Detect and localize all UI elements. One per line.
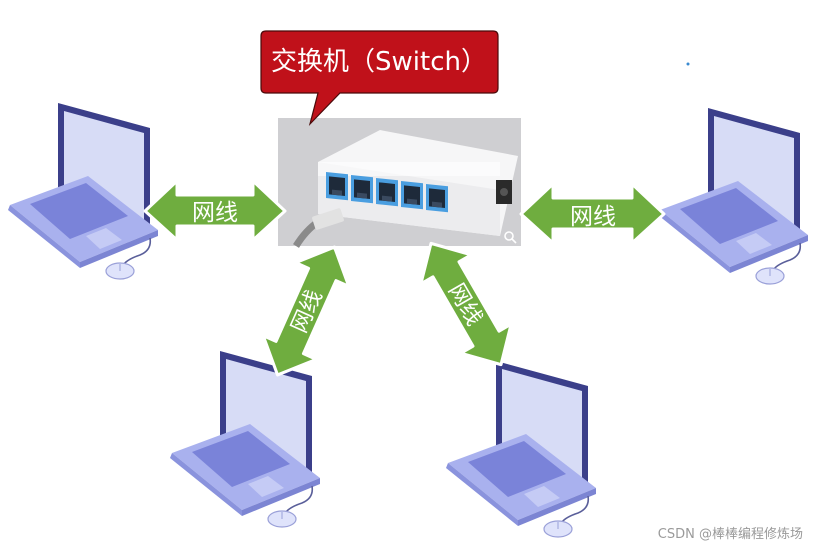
cable-arrow-left: 网线	[143, 179, 287, 242]
cable-label-left: 网线	[192, 200, 238, 226]
switch-image	[278, 118, 521, 248]
switch-callout: 交换机（Switch）	[260, 30, 499, 127]
laptop-right	[657, 107, 809, 285]
zoom-icon	[504, 231, 517, 244]
cable-label-right: 网线	[570, 204, 616, 230]
callout-title: 交换机（Switch）	[271, 47, 487, 77]
laptop-left	[7, 102, 159, 280]
cable-arrow-bottom-right: 网线	[419, 241, 513, 367]
laptop-bottom-right	[445, 360, 597, 538]
decor-dot	[686, 62, 690, 66]
watermark: CSDN @棒棒编程修炼场	[657, 527, 803, 542]
cable-arrow-right: 网线	[519, 182, 666, 245]
laptop-bottom-left	[169, 350, 321, 528]
